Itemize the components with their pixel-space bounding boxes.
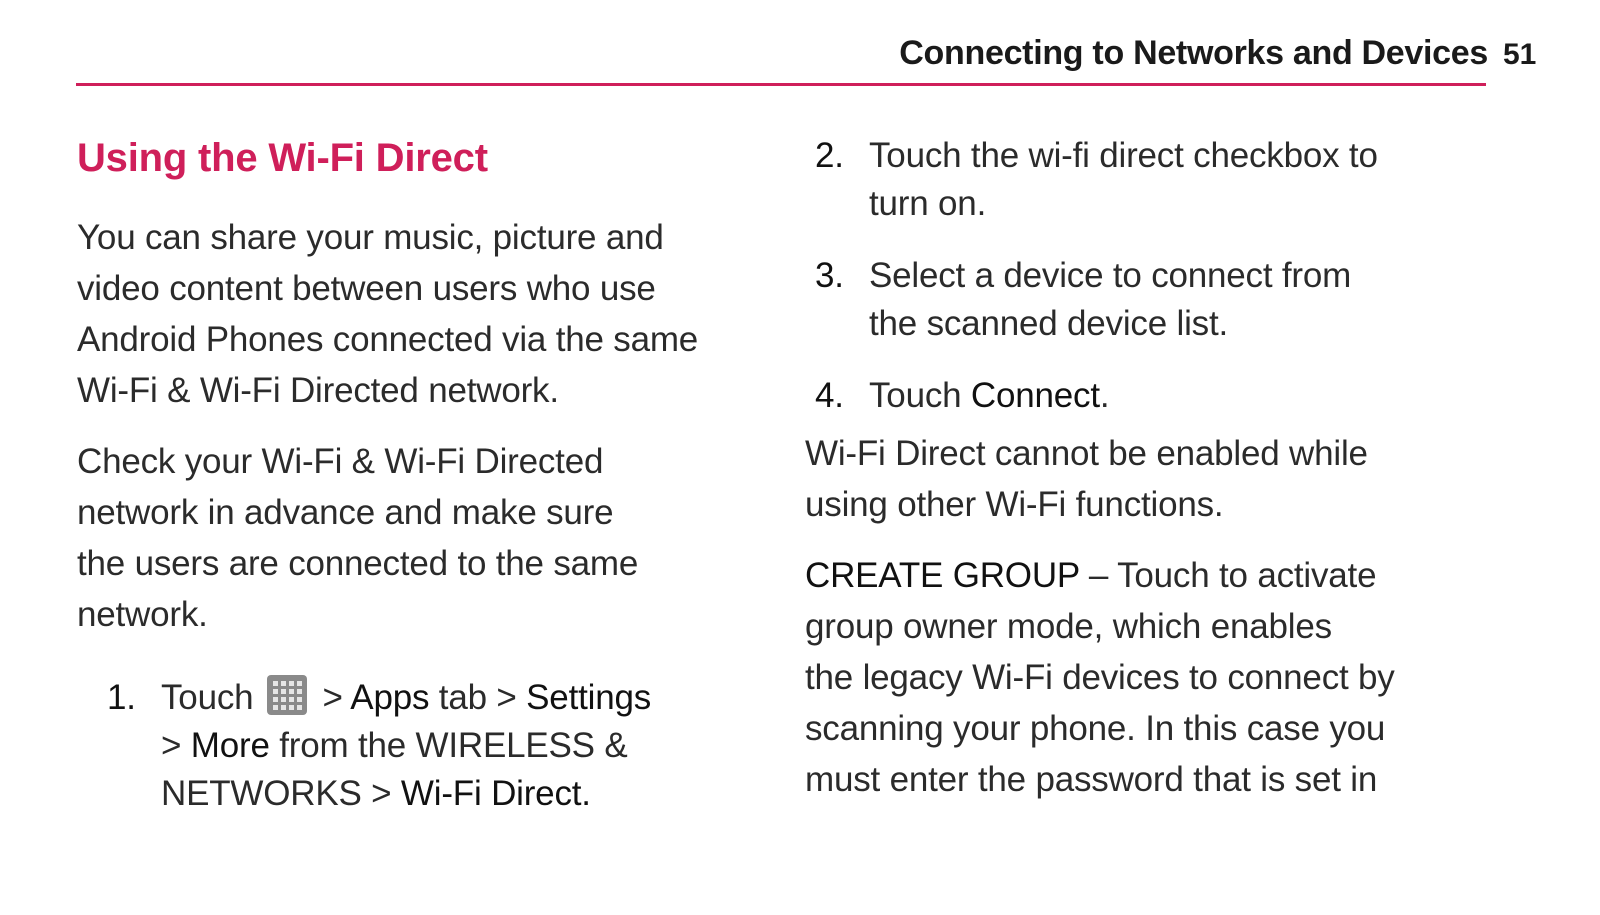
intro-paragraph: You can share your music, picture and vi… (77, 212, 777, 416)
step-word: NETWORKS > (161, 774, 401, 813)
intro-line: You can share your music, picture and (77, 218, 664, 257)
step-3: 3. Select a device to connect from the s… (805, 252, 1505, 348)
note-paragraph: Wi-Fi Direct cannot be enabled while usi… (805, 428, 1505, 530)
step-text: Touch > Apps tab > Settings > More from … (161, 674, 777, 818)
check-paragraph: Check your Wi-Fi & Wi-Fi Directed networ… (77, 436, 777, 640)
page-header: Connecting to Networks and Devices 51 (0, 0, 1600, 90)
create-group-line: group owner mode, which enables (805, 607, 1332, 646)
step-line: Touch the wi-fi direct checkbox to (869, 136, 1378, 175)
step-line: the scanned device list. (869, 304, 1229, 343)
check-line: network in advance and make sure (77, 493, 614, 532)
create-group-paragraph: CREATE GROUP – Touch to activate group o… (805, 550, 1505, 805)
create-group-line: must enter the password that is set in (805, 760, 1378, 799)
step-1: 1. Touch > Apps tab > Settings > More fr… (77, 674, 777, 818)
step-line: turn on. (869, 184, 987, 223)
check-line: the users are connected to the same (77, 544, 639, 583)
settings-label: Settings (526, 678, 652, 717)
step-separator: > (161, 726, 191, 765)
create-group-line: the legacy Wi-Fi devices to connect by (805, 658, 1395, 697)
create-group-line: scanning your phone. In this case you (805, 709, 1386, 748)
intro-line: video content between users who use (77, 269, 656, 308)
apps-label: Apps (350, 678, 430, 717)
chapter-title: Connecting to Networks and Devices (899, 34, 1488, 72)
check-line: Check your Wi-Fi & Wi-Fi Directed (77, 442, 604, 481)
section-title: Using the Wi-Fi Direct (77, 136, 488, 180)
step-number: 1. (107, 678, 136, 717)
step-number: 4. (815, 376, 844, 415)
step-text: Touch the wi-fi direct checkbox to turn … (869, 132, 1505, 228)
step-text: Select a device to connect from the scan… (869, 252, 1505, 348)
more-label: More (190, 726, 270, 765)
connect-label: Connect (970, 376, 1100, 415)
apps-grid-icon (266, 675, 307, 715)
intro-line: Android Phones connected via the same (77, 320, 699, 359)
step-number: 3. (815, 256, 844, 295)
step-separator: > (312, 678, 351, 717)
step-text: Touch Connect. (869, 372, 1505, 420)
step-word: from the WIRELESS & (269, 726, 628, 765)
step-word: tab > (429, 678, 527, 717)
create-group-label: CREATE GROUP (805, 556, 1080, 595)
intro-line: Wi-Fi & Wi-Fi Directed network. (77, 371, 559, 410)
step-word: Touch (161, 678, 254, 717)
header-divider (76, 83, 1486, 86)
step-2: 2. Touch the wi-fi direct checkbox to tu… (805, 132, 1505, 228)
wifi-direct-label: Wi-Fi Direct. (400, 774, 591, 813)
note-line: using other Wi-Fi functions. (805, 485, 1224, 524)
note-line: Wi-Fi Direct cannot be enabled while (805, 434, 1368, 473)
create-group-line: – Touch to activate (1079, 556, 1377, 595)
step-word: . (1099, 376, 1110, 415)
right-column: 2. Touch the wi-fi direct checkbox to tu… (805, 132, 1505, 805)
left-column: Using the Wi-Fi Direct You can share you… (77, 132, 777, 818)
step-number: 2. (815, 136, 844, 175)
step-line: Select a device to connect from (869, 256, 1352, 295)
check-line: network. (77, 595, 208, 634)
page-number: 51 (1503, 38, 1537, 71)
step-4: 4. Touch Connect. (805, 372, 1505, 420)
step-word: Touch (869, 376, 971, 415)
